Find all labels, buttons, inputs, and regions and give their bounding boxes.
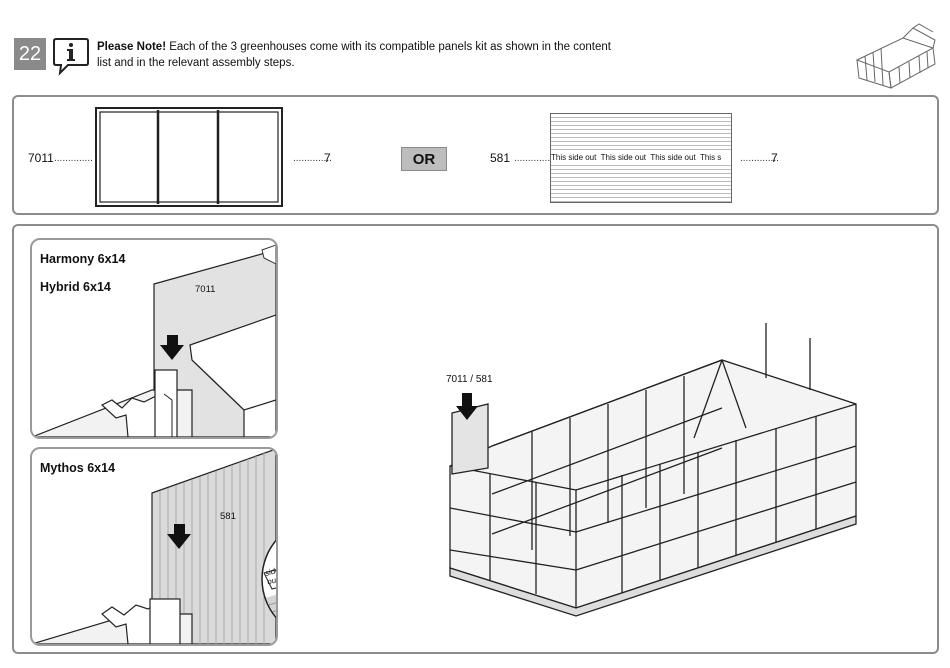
inset-title-hybrid: Hybrid 6x14 — [40, 280, 111, 294]
mythos-detail-inset: Mythos 6x14 581 side out — [30, 447, 278, 646]
greenhouse-assembly-diagram — [449, 323, 857, 617]
greenhouse-thumbnail-icon — [855, 23, 936, 89]
polycarbonate-panel-illustration: This side out This side out This side ou… — [550, 113, 732, 203]
panel-insertion-detail — [32, 244, 276, 437]
inset-title-harmony: Harmony 6x14 — [40, 252, 126, 266]
note-emphasis: Please Note! — [97, 41, 167, 53]
panel-code-label: 581 — [220, 511, 236, 522]
leader-dots: .............. — [293, 153, 332, 164]
note-text: Each of the 3 greenhouses come with its … — [97, 41, 611, 69]
info-icon — [53, 38, 89, 76]
installation-panel — [12, 224, 939, 654]
step-number-badge: 22 — [14, 38, 46, 70]
inset-title-mythos: Mythos 6x14 — [40, 461, 116, 475]
panel-insertion-detail — [32, 449, 276, 644]
panel-code-label: 7011 — [195, 284, 216, 295]
or-label: OR — [401, 147, 447, 171]
harmony-hybrid-detail-inset: Harmony 6x14 Hybrid 6x14 7011 — [30, 238, 278, 439]
main-panel-code-label: 7011 / 581 — [446, 374, 493, 385]
side-out-strip: This side out This side out This side ou… — [551, 151, 731, 164]
assembly-note: Please Note! Each of the 3 greenhouses c… — [97, 39, 617, 71]
twin-wall-panels-illustration — [95, 107, 283, 207]
panel-code-7011: 7011 — [28, 151, 54, 165]
leader-dots: .............. — [740, 153, 779, 164]
panel-code-581: 581 — [490, 151, 511, 165]
quantity-7011: 7 — [324, 151, 331, 165]
quantity-581: 7 — [771, 151, 778, 165]
leader-dots: .............. — [54, 153, 93, 164]
panels-kit-panel — [12, 95, 939, 215]
leader-dots: .............. — [514, 153, 553, 164]
